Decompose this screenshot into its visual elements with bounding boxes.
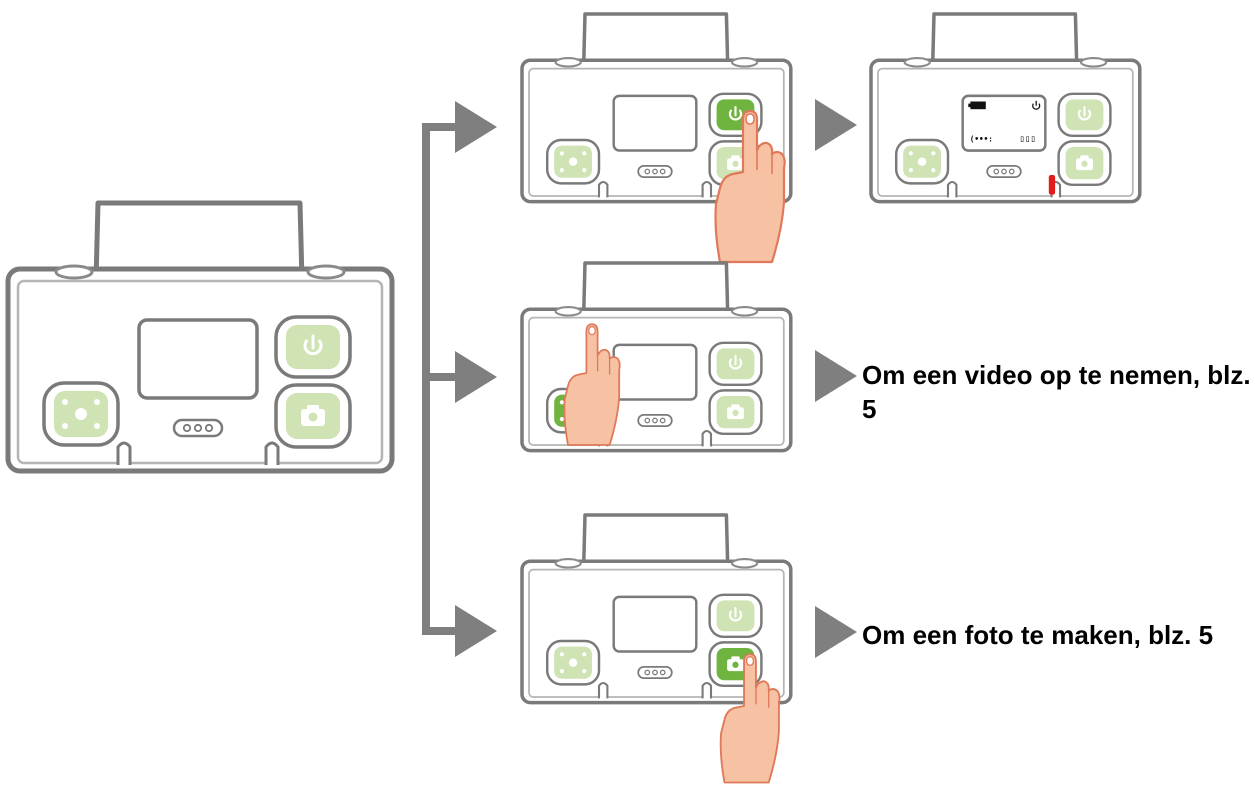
camera-powered-on: (•••: ▯▯▯ — [869, 12, 1142, 204]
lcd-display: (•••: ▯▯▯ — [961, 94, 1047, 152]
record-button-icon — [554, 646, 592, 679]
arrow-icon-6 — [815, 606, 857, 658]
power-icon — [715, 347, 756, 381]
camera-record-press — [520, 261, 793, 453]
power-icon — [715, 599, 756, 633]
record-button-icon — [54, 391, 108, 437]
arrow-icon-1 — [455, 101, 497, 153]
arrow-icon-4 — [815, 99, 857, 151]
camera-icon — [286, 393, 340, 439]
record-button-icon — [554, 145, 592, 178]
battery-icon — [970, 101, 986, 110]
caption-record-video: Om een video op te nemen, blz. 5 — [862, 360, 1251, 424]
red-status-led — [1048, 175, 1056, 195]
arrow-icon-2 — [455, 351, 497, 403]
camera-main — [8, 203, 392, 471]
svg-text:▯▯▯: ▯▯▯ — [1019, 134, 1035, 144]
camera-icon — [1065, 147, 1104, 180]
arrow-icon-5 — [815, 350, 857, 402]
camera-icon — [716, 396, 755, 429]
arrow-icon-3 — [455, 605, 497, 657]
bracket-connector — [422, 101, 497, 657]
power-icon — [1064, 98, 1105, 132]
svg-text:(•••:: (•••: — [970, 134, 993, 143]
caption-take-photo: Om een foto te maken, blz. 5 — [862, 620, 1214, 650]
record-button-icon — [903, 145, 941, 178]
power-icon — [284, 323, 342, 371]
